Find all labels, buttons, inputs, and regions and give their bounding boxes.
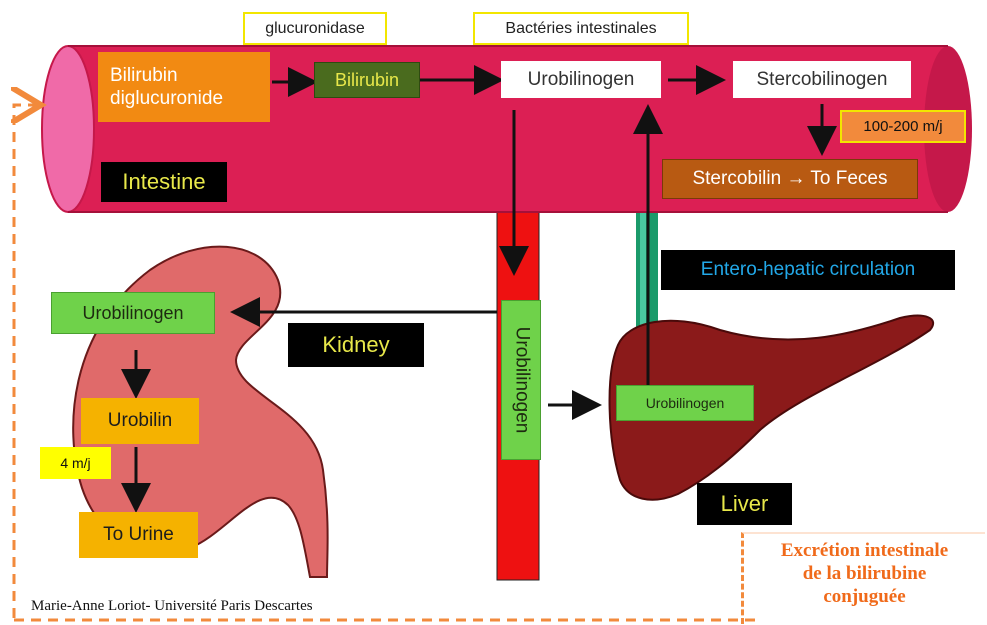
urobilinogen-vessel-label: Urobilinogen [501,300,541,460]
credit-text: Marie-Anne Loriot- Université Paris Desc… [31,598,313,615]
excretion-line-2: de la bilirubine [744,562,985,585]
liver-label: Liver [697,483,792,525]
enterohepatic-label: Entero-hepatic circulation [661,250,955,290]
to-urine-box: To Urine [79,512,198,558]
excretion-caption: Excrétion intestinale de la bilirubine c… [741,532,985,624]
kidney-urobilinogen-box: Urobilinogen [51,292,215,334]
kidney-label: Kidney [288,323,424,367]
urobilin-box: Urobilin [81,398,199,444]
liver-urobilinogen-box: Urobilinogen [616,385,754,421]
urine-rate-tag: 4 m/j [40,447,111,479]
stercobilin-to-feces-box: Stercobilin → To Feces [662,159,918,199]
bacteria-label: Bactéries intestinales [473,12,689,45]
excretion-line-3: conjuguée [744,585,985,608]
return-dashed-line [14,105,38,618]
excretion-line-1: Excrétion intestinale [744,539,985,562]
bilirubin-box: Bilirubin [314,62,420,98]
urobilinogen-intestine-box: Urobilinogen [501,61,661,98]
stercobilinogen-box: Stercobilinogen [733,61,911,98]
intestine-label: Intestine [101,162,227,202]
bilirubin-diglucuronide-box: Bilirubin diglucuronide [98,52,270,122]
glucuronidase-label: glucuronidase [243,12,387,45]
feces-rate-tag: 100-200 m/j [840,110,966,143]
urobilinogen-vessel-text: Urobilinogen [510,327,532,434]
